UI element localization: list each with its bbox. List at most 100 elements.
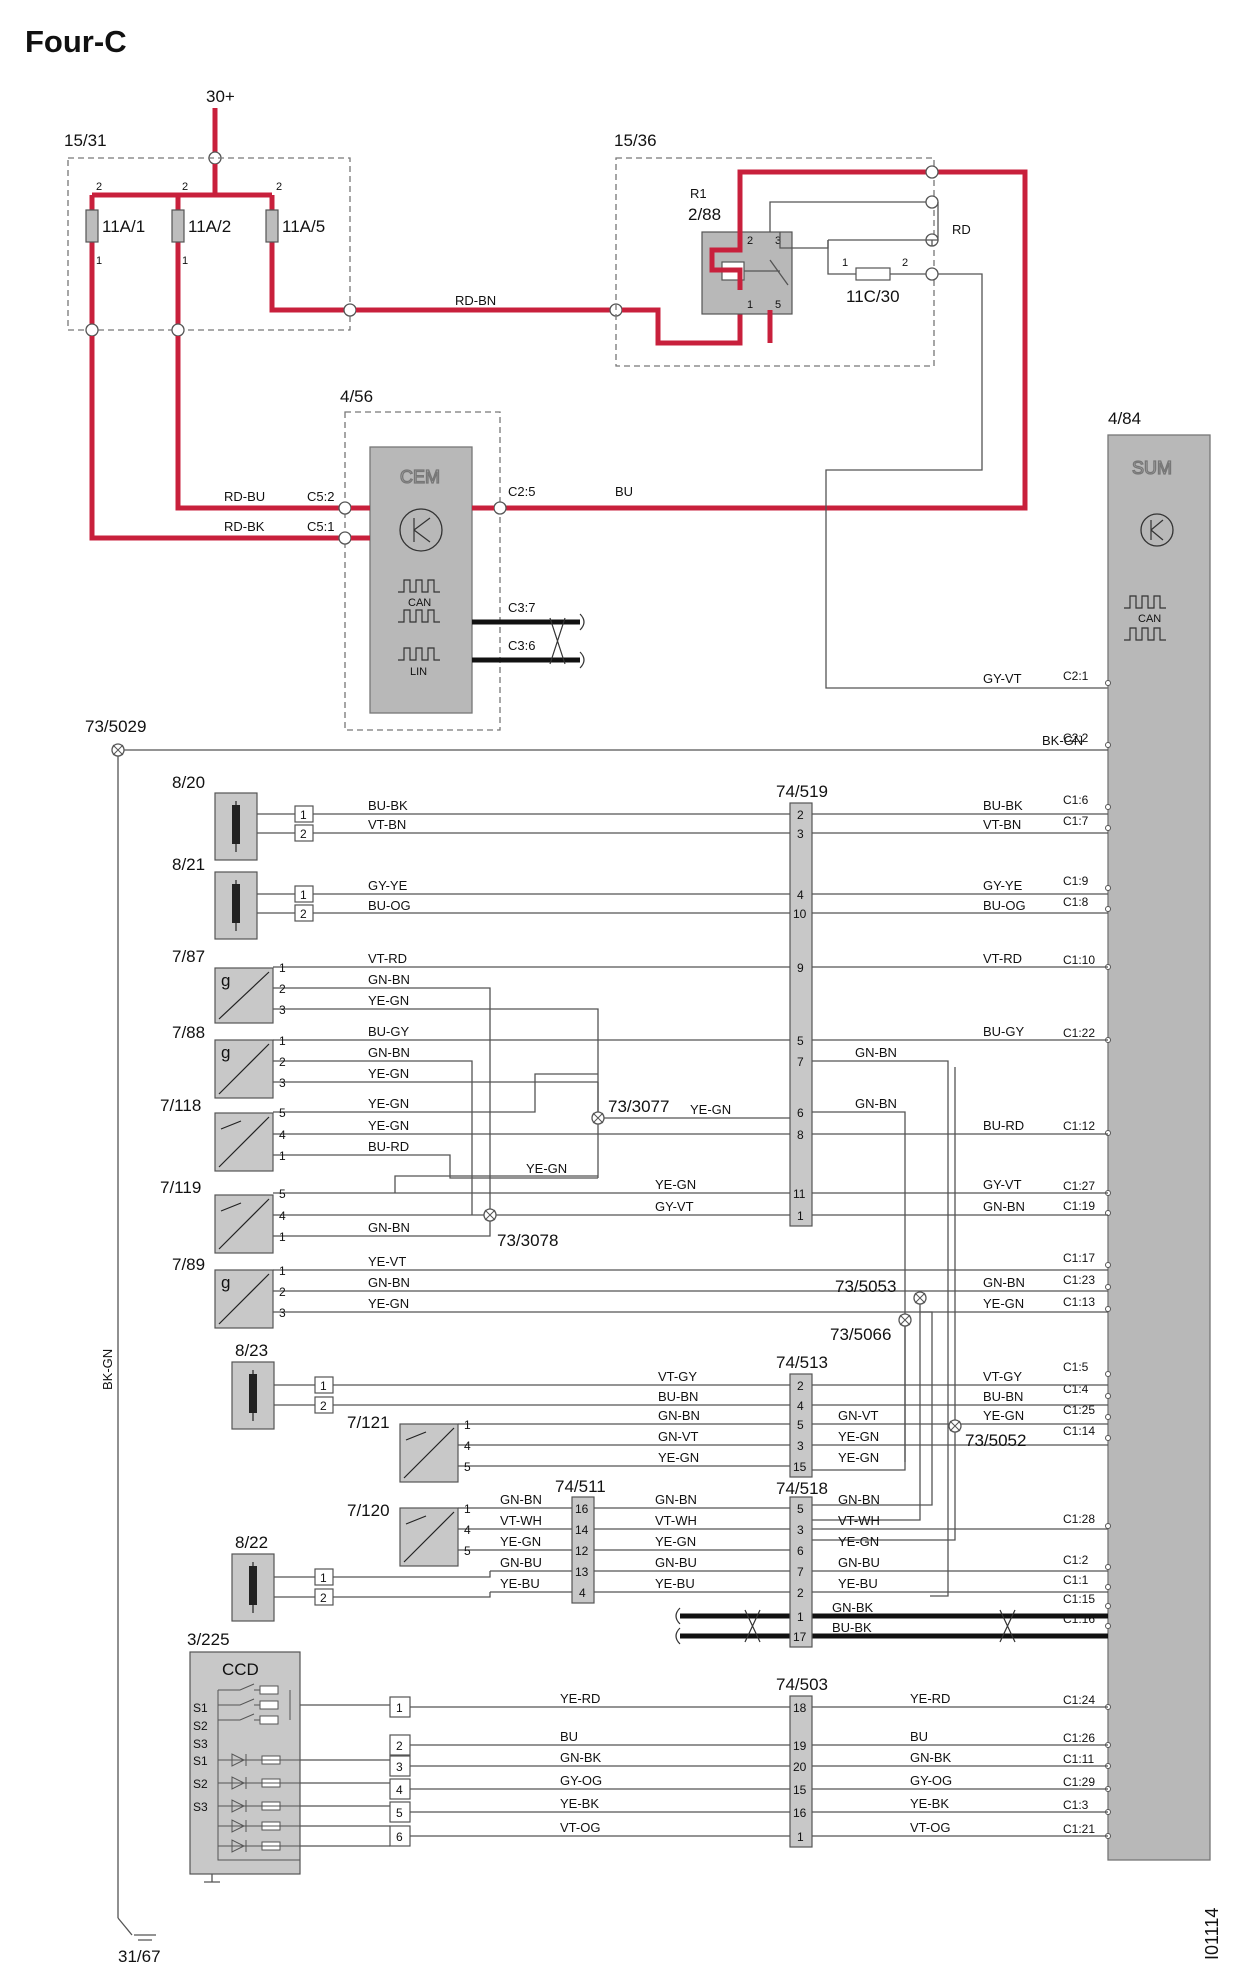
pin-label: 2 bbox=[279, 1055, 286, 1069]
pin-label: 3 bbox=[797, 1439, 804, 1453]
fusebox-15-31: 15/31 2 2 2 11A/1 11A/2 11A/5 1 1 bbox=[64, 131, 357, 337]
wire-label: YE-BU bbox=[655, 1576, 695, 1591]
sum-pin-dot bbox=[1105, 1584, 1111, 1590]
sensor-8-21-id: 8/21 bbox=[172, 855, 205, 874]
pin-label: 1 bbox=[300, 808, 307, 822]
pin-label: 2 bbox=[797, 808, 804, 822]
ccd-name: CCD bbox=[222, 1660, 259, 1679]
sum-pin-label: C1:15 bbox=[1063, 1592, 1095, 1606]
wire-label: GN-BN bbox=[855, 1045, 897, 1060]
pin-box bbox=[294, 805, 314, 823]
pin-label: 3 bbox=[396, 1760, 403, 1774]
splice-73-3078-label: 73/3078 bbox=[497, 1231, 558, 1250]
wire-label: GY-OG bbox=[560, 1773, 602, 1788]
angle-sensor-icon bbox=[218, 1116, 270, 1168]
sum-pin-label: C1:27 bbox=[1063, 1179, 1095, 1193]
svg-text:C5:1: C5:1 bbox=[307, 519, 334, 534]
wire-label: YE-GN bbox=[655, 1534, 696, 1549]
pin-label: 1 bbox=[464, 1502, 471, 1516]
svg-text:1: 1 bbox=[842, 257, 848, 269]
wire-label: YE-GN bbox=[655, 1177, 696, 1192]
connector-74-519-id: 74/519 bbox=[776, 782, 828, 801]
pin-label: 4 bbox=[579, 1586, 586, 1600]
wire-label: BU-RD bbox=[368, 1139, 409, 1154]
fuse-11a5: 11A/5 bbox=[282, 217, 325, 236]
pin-label: 1 bbox=[464, 1418, 471, 1432]
sum-pin-label: C1:13 bbox=[1063, 1295, 1095, 1309]
sum-pin-dot bbox=[1105, 1262, 1111, 1268]
svg-text:1: 1 bbox=[747, 299, 753, 311]
pin-label: 1 bbox=[396, 1701, 403, 1715]
pin-label: 8 bbox=[797, 1128, 804, 1142]
wire-label: GN-VT bbox=[838, 1408, 879, 1423]
sensor-7-118-id: 7/118 bbox=[160, 1096, 201, 1115]
svg-text:CAN: CAN bbox=[1138, 613, 1161, 625]
wire-label: GN-BN bbox=[500, 1492, 542, 1507]
sensor-7-89-id: 7/89 bbox=[172, 1255, 205, 1274]
pin-label: 1 bbox=[279, 1230, 286, 1244]
pin-label: 6 bbox=[797, 1106, 804, 1120]
wire-label: YE-RD bbox=[560, 1691, 600, 1706]
pin-label: 18 bbox=[793, 1701, 807, 1715]
switch-icon bbox=[218, 1698, 260, 1706]
sum-pin-label: C1:5 bbox=[1063, 1360, 1089, 1374]
sum-pin-dot bbox=[1105, 906, 1111, 912]
wire-label: BU-BK bbox=[832, 1620, 872, 1635]
ccd-switch-label: S1 bbox=[193, 1701, 208, 1715]
transistor-icon bbox=[399, 508, 443, 552]
wire-label: YE-RD bbox=[910, 1691, 950, 1706]
svg-text:BU: BU bbox=[615, 484, 633, 499]
splice-73-5066-label: 73/5066 bbox=[830, 1325, 891, 1344]
pin-box bbox=[389, 1801, 411, 1823]
wire-label: GY-YE bbox=[368, 878, 408, 893]
wire-label: YE-BK bbox=[560, 1796, 599, 1811]
pin-label: 12 bbox=[575, 1544, 589, 1558]
sum-pin-label: C1:25 bbox=[1063, 1403, 1095, 1417]
connector-block bbox=[789, 1496, 813, 1648]
wire-label: VT-WH bbox=[500, 1513, 542, 1528]
sum-pin-label: C1:21 bbox=[1063, 1822, 1095, 1836]
angle-sensor-icon bbox=[403, 1511, 455, 1563]
pin-label: 3 bbox=[797, 1523, 804, 1537]
pin-label: 4 bbox=[797, 1399, 804, 1413]
wire-label: BU-BK bbox=[368, 798, 408, 813]
wire-label: GY-YE bbox=[983, 878, 1023, 893]
fusebox-id: 15/31 bbox=[64, 131, 107, 150]
pin-label: 1 bbox=[320, 1379, 327, 1393]
pin-label: 1 bbox=[279, 1034, 286, 1048]
relaybox-15-36: 15/36 R1 2/88 2 3 1 5 RD 1 2 11C/30 bbox=[500, 131, 1108, 689]
pin-label: 4 bbox=[279, 1128, 286, 1142]
svg-text:1: 1 bbox=[182, 255, 188, 267]
svg-text:RD-BK: RD-BK bbox=[224, 519, 265, 534]
wire-label: GN-BU bbox=[655, 1555, 697, 1570]
svg-text:1: 1 bbox=[96, 255, 102, 267]
wire-label: GY-VT bbox=[983, 1177, 1022, 1192]
svg-text:2: 2 bbox=[747, 235, 753, 247]
wire-label: GN-BU bbox=[838, 1555, 880, 1570]
pin-label: 1 bbox=[279, 1264, 286, 1278]
pin-box bbox=[314, 1396, 334, 1414]
sum-pin-label: C1:6 bbox=[1063, 793, 1089, 807]
pin-label: 3 bbox=[797, 827, 804, 841]
pin-box bbox=[294, 824, 314, 842]
svg-text:GY-VT: GY-VT bbox=[983, 671, 1022, 686]
wire-label: VT-RD bbox=[983, 951, 1022, 966]
sum-pin-label: C2:1 bbox=[1063, 669, 1089, 683]
pin-label: 1 bbox=[279, 961, 286, 975]
ccd-switch-label: S3 bbox=[193, 1800, 208, 1814]
pin-label: 13 bbox=[575, 1565, 589, 1579]
g-sensor-icon: g bbox=[221, 1043, 230, 1062]
sum-pin-label: C1:23 bbox=[1063, 1273, 1095, 1287]
wire-label: YE-GN bbox=[838, 1534, 879, 1549]
pin-label: 1 bbox=[300, 888, 307, 902]
switch-icon bbox=[218, 1683, 260, 1691]
fuse-11c30-label: 11C/30 bbox=[846, 287, 900, 306]
svg-text:2: 2 bbox=[276, 181, 282, 193]
connector-74-518-id: 74/518 bbox=[776, 1479, 828, 1498]
sensor-7-88-id: 7/88 bbox=[172, 1023, 205, 1042]
wire-label: GN-BN bbox=[368, 1275, 410, 1290]
ccd-switch-label: S1 bbox=[193, 1754, 208, 1768]
pin-box bbox=[389, 1734, 411, 1756]
signal-wires bbox=[204, 813, 1108, 1883]
wire-label: GN-BK bbox=[910, 1750, 952, 1765]
